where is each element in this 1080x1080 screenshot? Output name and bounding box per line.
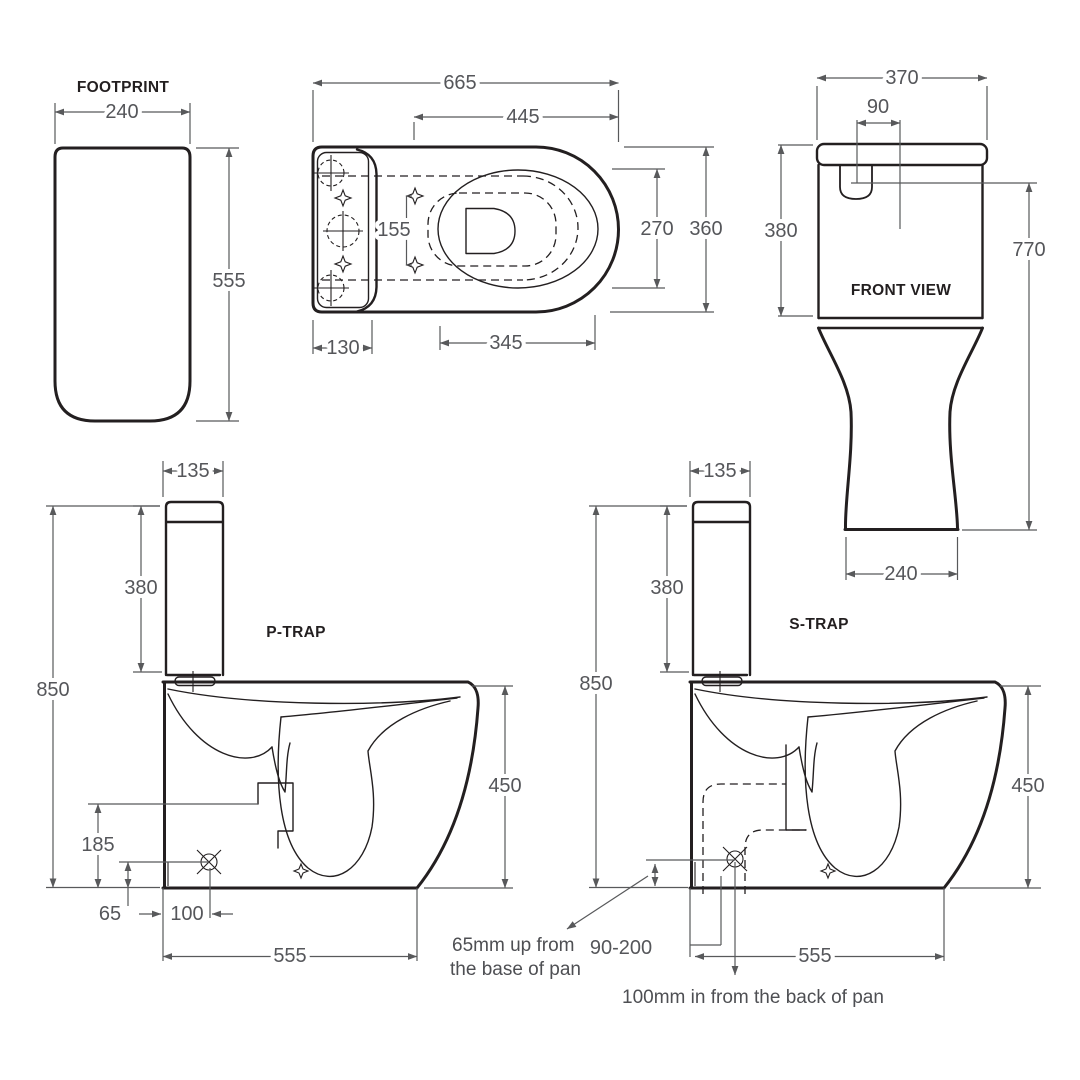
dim-ptrap-outlet-height-text: 185 <box>81 834 114 856</box>
dim-plan-overall-length-text: 665 <box>443 72 476 94</box>
dim-front-base-width: 240 <box>845 537 959 589</box>
dim-plan-hinge-spacing: 155 <box>373 195 415 266</box>
strap-pan-outline <box>688 680 1007 890</box>
dim-front-cistern-height: 380 <box>760 144 813 317</box>
strap-outlet-up-indicator <box>566 859 735 930</box>
dim-ptrap-cistern-height-text: 380 <box>124 577 157 599</box>
dim-plan-overall-width-text: 360 <box>689 218 722 240</box>
dim-ptrap-outlet-in: 100 <box>139 868 233 929</box>
dim-front-overall-width-text: 370 <box>885 67 918 89</box>
dim-footprint-depth: 555 <box>196 147 250 422</box>
front-flush-button <box>839 165 873 200</box>
dim-plan-hinge-spacing-text: 155 <box>377 219 410 241</box>
front-pedestal-left <box>817 326 853 530</box>
plan-view: 155 665 445 130 345 270 <box>311 68 727 363</box>
note-outlet-up-line1: 65mm up from <box>452 935 574 956</box>
dim-plan-overall-width: 360 <box>610 146 727 313</box>
dim-front-base-width-text: 240 <box>884 563 917 585</box>
dim-strap-pan-height-text: 450 <box>1011 775 1044 797</box>
footprint-view: FOOTPRINT 240 555 <box>53 79 250 423</box>
plan-bolt-stars <box>333 186 425 275</box>
note-outlet-in: 100mm in from the back of pan <box>622 987 884 1008</box>
plan-water-d-shape <box>465 207 516 255</box>
dim-ptrap-pan-height-text: 450 <box>488 775 521 797</box>
dim-plan-overall-length: 665 <box>312 68 620 142</box>
p-trap-view: P-TRAP 135 <box>32 456 526 971</box>
dim-plan-seat-length: 445 <box>413 102 619 140</box>
dim-plan-bowl-length-text: 345 <box>489 332 522 354</box>
front-cistern-band <box>817 316 984 330</box>
dim-front-button-offset-text: 90 <box>867 96 889 118</box>
front-view-title: FRONT VIEW <box>851 282 951 299</box>
plan-seat-back-edge <box>355 148 378 313</box>
plan-seat-dashed <box>322 175 579 281</box>
dim-strap-depth: 555 <box>694 888 945 971</box>
dim-front-button-offset: 90 <box>856 92 901 127</box>
dim-ptrap-outlet-up-text: 65 <box>99 903 121 925</box>
s-trap-view: S-TRAP 135 <box>566 456 1049 976</box>
strap-pipe-dashed <box>702 783 806 894</box>
dim-strap-setout: 90-200 <box>586 876 722 963</box>
dim-plan-bowl-width-text: 270 <box>640 218 673 240</box>
dim-ptrap-outlet-up: 65 <box>95 861 209 929</box>
dim-strap-cistern-depth: 135 <box>689 456 751 497</box>
front-cistern-lid <box>815 142 989 167</box>
dim-ptrap-outlet-in-text: 100 <box>170 903 203 925</box>
front-pedestal-right <box>948 326 984 530</box>
ptrap-cistern <box>164 500 225 677</box>
dim-plan-bowl-length: 345 <box>439 315 596 358</box>
front-centerline <box>856 120 901 229</box>
ptrap-pan-outline <box>161 680 480 890</box>
dim-ptrap-cistern-height: 380 <box>120 505 162 673</box>
dim-footprint-width: 240 <box>54 97 191 144</box>
dim-front-height: 770 <box>962 182 1050 531</box>
dim-front-overall-width: 370 <box>816 63 988 140</box>
dim-plan-seat-length-text: 445 <box>506 106 539 128</box>
dim-front-cistern-height-text: 380 <box>764 220 797 242</box>
footprint-title: FOOTPRINT <box>77 79 169 96</box>
dim-footprint-width-text: 240 <box>105 101 138 123</box>
dim-ptrap-cistern-depth-text: 135 <box>176 460 209 482</box>
dim-strap-overall-height-text: 850 <box>579 673 612 695</box>
dim-plan-bowl-width: 270 <box>612 168 678 289</box>
dim-strap-overall-height: 850 <box>575 505 688 889</box>
dim-ptrap-overall-height: 850 <box>32 505 160 889</box>
dim-ptrap-pan-height: 450 <box>424 685 526 889</box>
plan-inlet-crosshairs <box>313 155 363 306</box>
dim-strap-cistern-height-text: 380 <box>650 577 683 599</box>
plan-cistern-inner <box>316 151 370 309</box>
plan-bowl-rim <box>437 169 599 289</box>
dim-plan-cistern-depth: 130 <box>312 320 373 363</box>
dim-ptrap-outlet-height: 185 <box>77 803 258 889</box>
dim-ptrap-overall-height-text: 850 <box>36 679 69 701</box>
dim-strap-cistern-depth-text: 135 <box>703 460 736 482</box>
s-trap-title: S-TRAP <box>789 616 849 633</box>
dim-ptrap-depth: 555 <box>162 888 418 971</box>
dim-strap-cistern-height: 380 <box>646 505 689 673</box>
footprint-shape <box>53 146 192 423</box>
dim-ptrap-cistern-depth: 135 <box>162 456 224 497</box>
dim-footprint-depth-text: 555 <box>212 270 245 292</box>
front-cistern-body <box>817 163 984 320</box>
dim-strap-pan-height: 450 <box>950 685 1049 889</box>
annotations: 65mm up from the base of pan 100mm in fr… <box>450 935 884 1008</box>
plan-outline <box>311 145 620 314</box>
ptrap-bowl-interior <box>167 688 461 880</box>
note-outlet-up-line2: the base of pan <box>450 959 581 980</box>
p-trap-title: P-TRAP <box>266 624 326 641</box>
dim-strap-setout-text: 90-200 <box>590 937 652 959</box>
dim-plan-cistern-depth-text: 130 <box>326 337 359 359</box>
front-view: 90 370 380 770 240 FRONT VIEW <box>760 63 1050 589</box>
dim-front-height-text: 770 <box>1012 239 1045 261</box>
dim-ptrap-depth-text: 555 <box>273 945 306 967</box>
strap-bowl-interior <box>694 688 988 880</box>
dim-strap-depth-text: 555 <box>798 945 831 967</box>
plan-seat-opening-dashed <box>427 192 557 267</box>
strap-cistern <box>691 500 752 677</box>
